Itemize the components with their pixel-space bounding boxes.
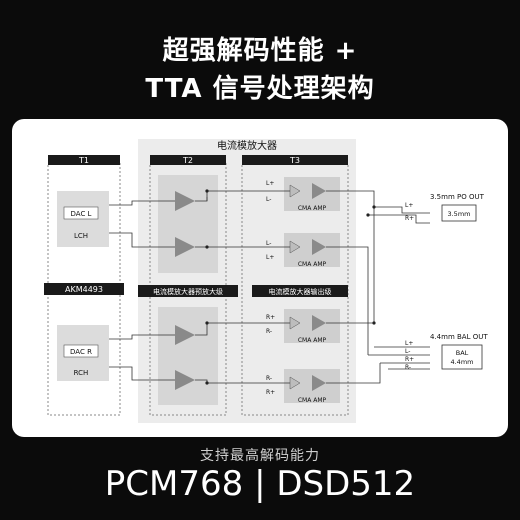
headline-line1: 超强解码性能 + [162, 36, 358, 66]
amp-3-triangle [312, 315, 326, 331]
bal-title: 4.4mm BAL OUT [430, 333, 488, 341]
out-header [252, 285, 348, 297]
amp-1-triangle [312, 183, 326, 199]
pin-l-plus-1: L+ [266, 180, 274, 187]
dac-r-box [63, 344, 99, 358]
architecture-diagram-card: 电流模放大器 T1 AKM4493 DAC L LCH DAC R RCH T2… [12, 119, 508, 437]
lch-label: LCH [74, 232, 88, 240]
pin-r-plus-2: R+ [266, 389, 275, 396]
pin-r-plus-1: R+ [266, 314, 275, 321]
rch-label: RCH [74, 369, 89, 377]
amp-4-triangle [312, 375, 326, 391]
po-pin-l-plus: L+ [405, 202, 413, 209]
bal-jack-line2: 4.4mm [450, 358, 473, 366]
po-jack-label: 3.5mm [447, 210, 470, 218]
wire-junctions [205, 189, 376, 385]
cma-region-title: 电流模放大器 [217, 139, 277, 152]
footer-subcaption: 支持最高解码能力 [200, 448, 320, 464]
t2-header-label: T2 [182, 156, 193, 165]
bal-pin-r-minus: R- [405, 364, 411, 371]
t2-upper-shade [158, 175, 218, 273]
dac-l-box [63, 206, 99, 220]
amp-4-label: CMA AMP [298, 397, 327, 404]
t3-header [242, 155, 348, 165]
bal-pin-l-plus: L+ [405, 340, 413, 347]
footer-caption: PCM768 | DSD512 [104, 464, 416, 504]
t1-header-label: T1 [78, 156, 89, 165]
amp-3-label: CMA AMP [298, 337, 327, 344]
t2-triangle-4 [175, 370, 195, 390]
pre-header-label: 电流模放大器预放大级 [153, 287, 223, 296]
out-header-label: 电流模放大器输出级 [269, 287, 332, 296]
pin-l-plus-2: L+ [266, 254, 274, 261]
akm-header [44, 283, 124, 295]
t2-triangle-1 [175, 191, 195, 211]
po-title: 3.5mm PO OUT [430, 193, 485, 201]
headline-line2: TTA 信号处理架构 [145, 74, 375, 104]
bal-jack-line1: BAL [456, 349, 469, 357]
t2-triangle-2 [175, 237, 195, 257]
t1-header [48, 155, 120, 165]
t2-lower-shade [158, 307, 218, 405]
architecture-diagram: 电流模放大器 T1 AKM4493 DAC L LCH DAC R RCH T2… [44, 139, 488, 423]
pin-l-minus-2: L- [266, 240, 271, 247]
bal-pin-l-minus: L- [405, 348, 410, 355]
po-jack [441, 204, 477, 222]
t2-header [150, 155, 226, 165]
dac-l-label: DAC L [71, 210, 92, 218]
t3-header-label: T3 [289, 156, 300, 165]
amp-2-triangle [312, 239, 326, 255]
amp-1-label: CMA AMP [298, 205, 327, 212]
dac-r-label: DAC R [70, 348, 92, 356]
bal-jack [441, 344, 483, 370]
bal-pin-r-plus: R+ [405, 356, 414, 363]
pin-r-minus-1: R- [266, 328, 272, 335]
t2-triangle-3 [175, 325, 195, 345]
pin-l-minus-1: L- [266, 196, 271, 203]
po-pin-r-plus: R+ [405, 215, 414, 222]
akm-header-label: AKM4493 [65, 285, 103, 294]
amp-2-label: CMA AMP [298, 261, 327, 268]
pin-r-minus-2: R- [266, 375, 272, 382]
pre-header [138, 285, 238, 297]
